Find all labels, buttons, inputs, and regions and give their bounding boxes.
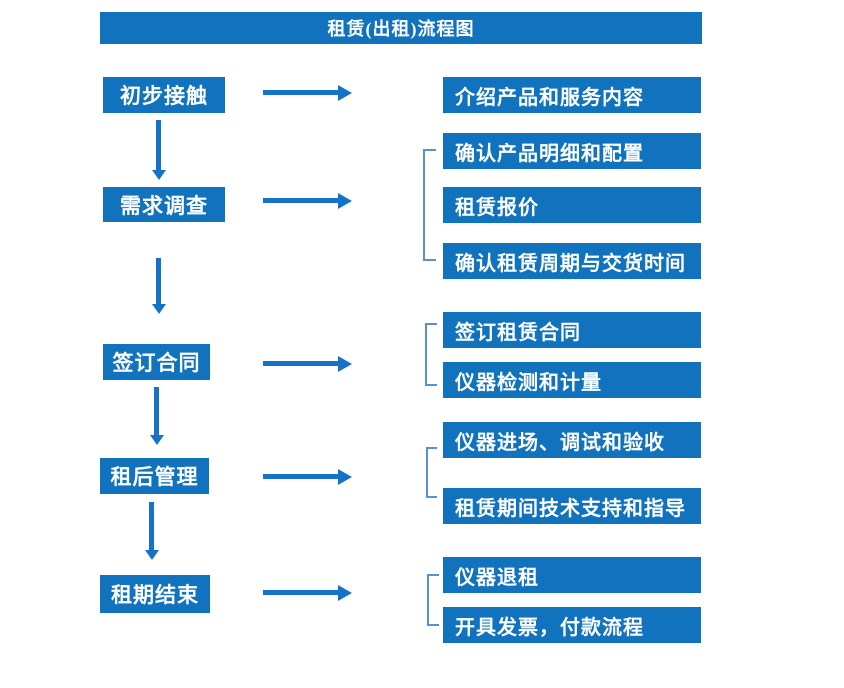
step-box-rental-end: 租期结束 [100,575,210,613]
step-box-demand-survey: 需求调查 [103,187,225,222]
detail-box-rental-quotation: 租赁报价 [443,187,701,223]
detail-box-instrument-testing: 仪器检测和计量 [443,362,701,398]
detail-box-instrument-return: 仪器退租 [443,557,701,593]
detail-box-confirm-product-config: 确认产品明细和配置 [443,133,701,169]
detail-box-introduce-products: 介绍产品和服务内容 [443,77,701,113]
detail-box-sign-rental-contract: 签订租赁合同 [443,312,701,348]
arrow-right-icon [263,355,352,372]
arrow-right-icon [263,584,352,601]
arrow-right-icon [263,192,352,209]
arrow-down-icon [151,258,166,314]
detail-box-technical-support: 租赁期间技术支持和指导 [443,488,701,524]
flowchart-title: 租赁(出租)流程图 [100,12,702,44]
bracket-connector [427,574,439,626]
arrow-right-icon [263,468,352,485]
bracket-connector [426,447,437,498]
detail-box-instrument-setup-acceptance: 仪器进场、调试和验收 [443,422,701,458]
arrow-down-icon [149,387,164,445]
step-box-post-rental-management: 租后管理 [100,458,209,494]
step-box-initial-contact: 初步接触 [103,77,225,113]
arrow-down-icon [144,502,159,560]
bracket-connector [425,323,437,386]
bracket-connector [423,149,436,261]
detail-box-confirm-rental-period: 确认租赁周期与交货时间 [443,243,701,279]
detail-box-invoice-payment: 开具发票，付款流程 [443,607,701,643]
arrow-right-icon [263,84,352,101]
arrow-down-icon [151,120,166,180]
step-box-sign-contract: 签订合同 [103,344,210,380]
